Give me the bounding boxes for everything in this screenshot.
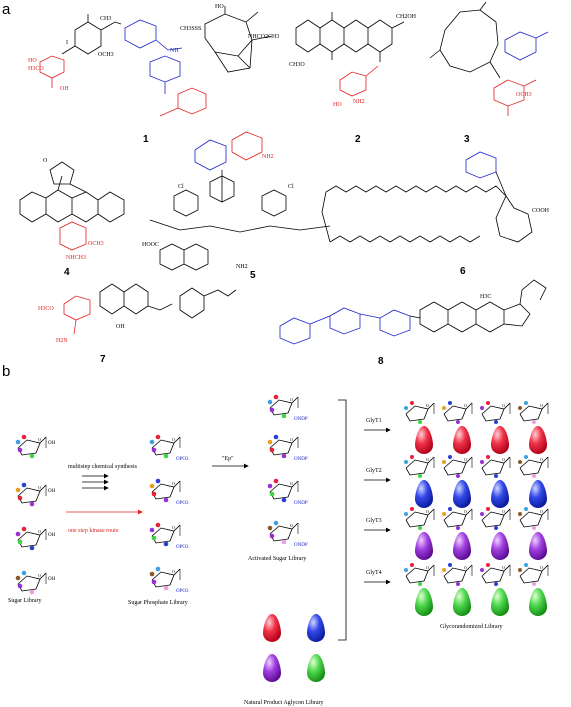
panel-b-letter: b xyxy=(2,363,10,380)
label-hooc: HOOC xyxy=(142,242,159,248)
label-nh: NH xyxy=(170,48,179,54)
oh-label: OH xyxy=(48,441,56,446)
compound-2-structure xyxy=(295,12,405,97)
glyco-row-blue xyxy=(404,455,549,508)
compound-3-structure xyxy=(429,1,549,116)
compound-3-labels: OCH3 xyxy=(516,92,532,98)
ep-label: "Ep" xyxy=(222,456,234,462)
glycorandomized-library-label: Glycorandomized Library xyxy=(440,624,502,630)
compound-7-labels: H3CO H2N OH xyxy=(38,306,125,344)
label-ch3: CH3 xyxy=(100,16,111,22)
opo3-label: OPO3 xyxy=(176,501,189,506)
compound-8-labels: H3C xyxy=(480,294,491,300)
label-ho: HO xyxy=(333,102,342,108)
label-h3c: H3C xyxy=(480,294,491,300)
glyco-row-green xyxy=(404,563,549,616)
sugar-library: OH OH OH OH xyxy=(15,434,56,595)
aglycon-library-label: Natural Product Aglycon Library xyxy=(244,700,323,706)
sugar-phosphate-library-label: Sugar Phosphate Library xyxy=(128,600,188,606)
sugar-2 xyxy=(15,482,47,507)
compound-4-labels: O OCH3 NHCH3 xyxy=(43,158,104,261)
opo3-label: OPO3 xyxy=(176,457,189,462)
compound-8-structure xyxy=(279,279,547,345)
compound-7-structure xyxy=(63,283,237,335)
glyt-arrows xyxy=(364,427,391,585)
compound-1-structure xyxy=(39,6,273,117)
glyt3-label: GlyT3 xyxy=(366,518,382,524)
compound-4-number: 4 xyxy=(64,267,70,278)
label-nhco2ch3: NHCO2CH3 xyxy=(248,34,279,40)
compound-6-number: 6 xyxy=(460,266,466,277)
activated-sugar-library: ONDP ONDP ONDP ONDP xyxy=(267,394,308,548)
panel-a-letter: a xyxy=(2,1,11,18)
label-cl: Cl xyxy=(178,184,184,190)
sugar-1 xyxy=(15,434,47,459)
compound-6-structure xyxy=(321,151,533,243)
ondp-label: ONDP xyxy=(294,457,308,462)
compound-5-number: 5 xyxy=(250,270,256,281)
glyt4-label: GlyT4 xyxy=(366,570,382,576)
kinase-route-label: one step kinase route xyxy=(68,528,119,534)
aglycon-red xyxy=(263,614,281,642)
oh-label: OH xyxy=(48,577,56,582)
label-och3: OCH3 xyxy=(88,241,104,247)
sugar-3 xyxy=(15,526,47,551)
label-ho-top: HO xyxy=(215,4,224,10)
compound-2-labels: CH3O NH2 HO CH2OH xyxy=(289,14,417,108)
sugar-library-label: Sugar Library xyxy=(8,598,42,604)
activated-sugar-library-label: Activated Sugar Library xyxy=(248,556,306,562)
compound-1-number: 1 xyxy=(143,134,149,145)
glyco-row-purple xyxy=(404,507,549,560)
aglycon-blue xyxy=(307,614,325,642)
label-h3co: H3CO xyxy=(28,66,44,72)
label-h3co: H3CO xyxy=(38,306,54,312)
compound-7-number: 7 xyxy=(100,354,106,365)
label-och3: OCH3 xyxy=(98,52,114,58)
label-nh2: NH2 xyxy=(236,264,248,270)
opo3-label: OPO3 xyxy=(176,589,189,594)
label-oh: OH xyxy=(116,324,125,330)
ondp-label: ONDP xyxy=(294,543,308,548)
label-iodine: I xyxy=(66,40,68,46)
compound-6-labels: COOH xyxy=(532,208,550,214)
chemical-route-label: multistep chemical synthesis xyxy=(68,464,138,470)
compound-5-labels: Cl Cl NH2 NH2 HOOC xyxy=(142,154,294,270)
label-h2n: H2N xyxy=(56,338,68,344)
opo3-label: OPO3 xyxy=(176,545,189,550)
label-o: O xyxy=(43,158,48,164)
compound-2-number: 2 xyxy=(355,134,361,145)
label-cl: Cl xyxy=(288,184,294,190)
label-ch2oh: CH2OH xyxy=(396,14,417,20)
label-cooh: COOH xyxy=(532,208,550,214)
compound-8-number: 8 xyxy=(378,356,384,367)
aglycon-green xyxy=(307,654,325,682)
glyt2-label: GlyT2 xyxy=(366,468,382,474)
sugar-4 xyxy=(15,570,47,595)
compound-3-number: 3 xyxy=(464,134,470,145)
oh-label: OH xyxy=(48,533,56,538)
glycorandomized-library xyxy=(404,401,549,616)
compound-5-structure xyxy=(149,131,331,271)
route-arrows xyxy=(66,473,143,515)
label-nh2: NH2 xyxy=(262,154,274,160)
aglycon-purple xyxy=(263,654,281,682)
aglycon-library xyxy=(263,614,325,682)
label-oh: OH xyxy=(60,86,69,92)
label-ch3sss: CH3SSS xyxy=(180,26,201,32)
label-nh2: NH2 xyxy=(353,99,365,105)
sugar-phosphate-library: OPO3 OPO3 OPO3 OPO3 xyxy=(149,434,189,594)
oh-label: OH xyxy=(48,489,56,494)
compound-4-structure xyxy=(19,161,125,251)
label-nhch3: NHCH3 xyxy=(66,255,86,261)
ondp-label: ONDP xyxy=(294,417,308,422)
label-ch3o: CH3O xyxy=(289,62,305,68)
bracket xyxy=(338,399,347,641)
label-ho: HO xyxy=(28,58,37,64)
compound-1-labels: CH3 I OCH3 H3CO HO OH CH3SSS NHCO2CH3 NH… xyxy=(28,4,279,92)
ondp-label: ONDP xyxy=(294,501,308,506)
glyco-row-red xyxy=(404,401,549,454)
label-och3: OCH3 xyxy=(516,92,532,98)
glyt1-label: GlyT1 xyxy=(366,418,382,424)
